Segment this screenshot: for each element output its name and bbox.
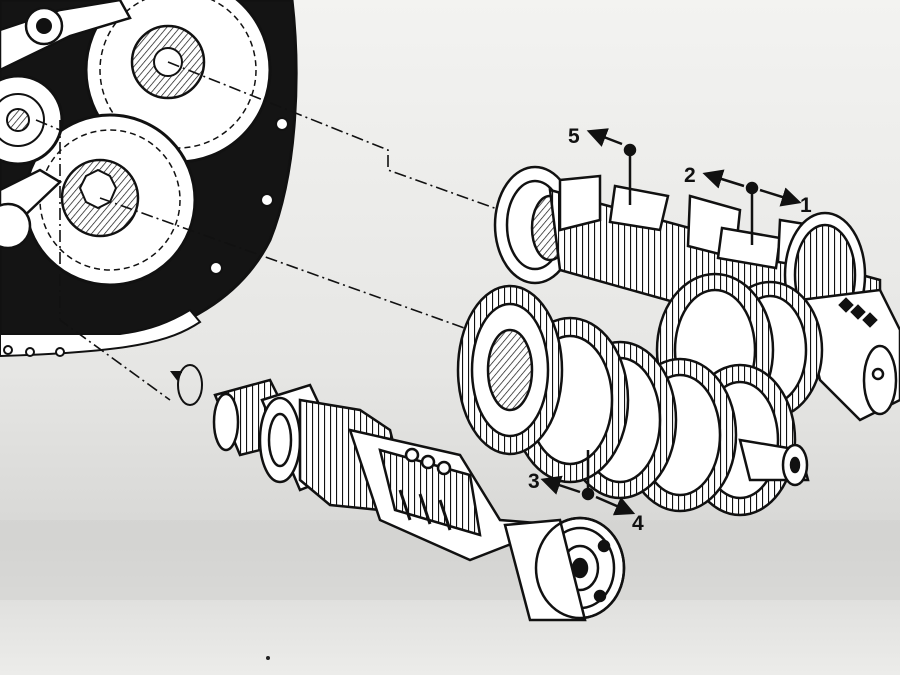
rotation-arrow-icon <box>170 364 203 406</box>
casing-bolt-hole <box>275 117 289 131</box>
alignment-lines <box>35 61 501 401</box>
label-gear-4: 4 <box>632 512 644 535</box>
shift-indicators <box>540 128 802 516</box>
casing-bolt-hole <box>260 193 274 207</box>
flange-hole <box>25 347 35 357</box>
label-gear-1: 1 <box>800 194 812 217</box>
dust-speck <box>266 656 270 660</box>
flange-hole <box>3 345 13 355</box>
gear-cluster <box>456 165 900 517</box>
casing-bolt-hole <box>209 261 223 275</box>
flange-hole <box>55 347 65 357</box>
main-shaft-assembly <box>212 378 626 622</box>
gearbox-casing <box>0 0 298 358</box>
label-gear-3: 3 <box>528 470 540 493</box>
label-gear-2: 2 <box>684 164 696 187</box>
label-gear-5: 5 <box>568 125 580 148</box>
